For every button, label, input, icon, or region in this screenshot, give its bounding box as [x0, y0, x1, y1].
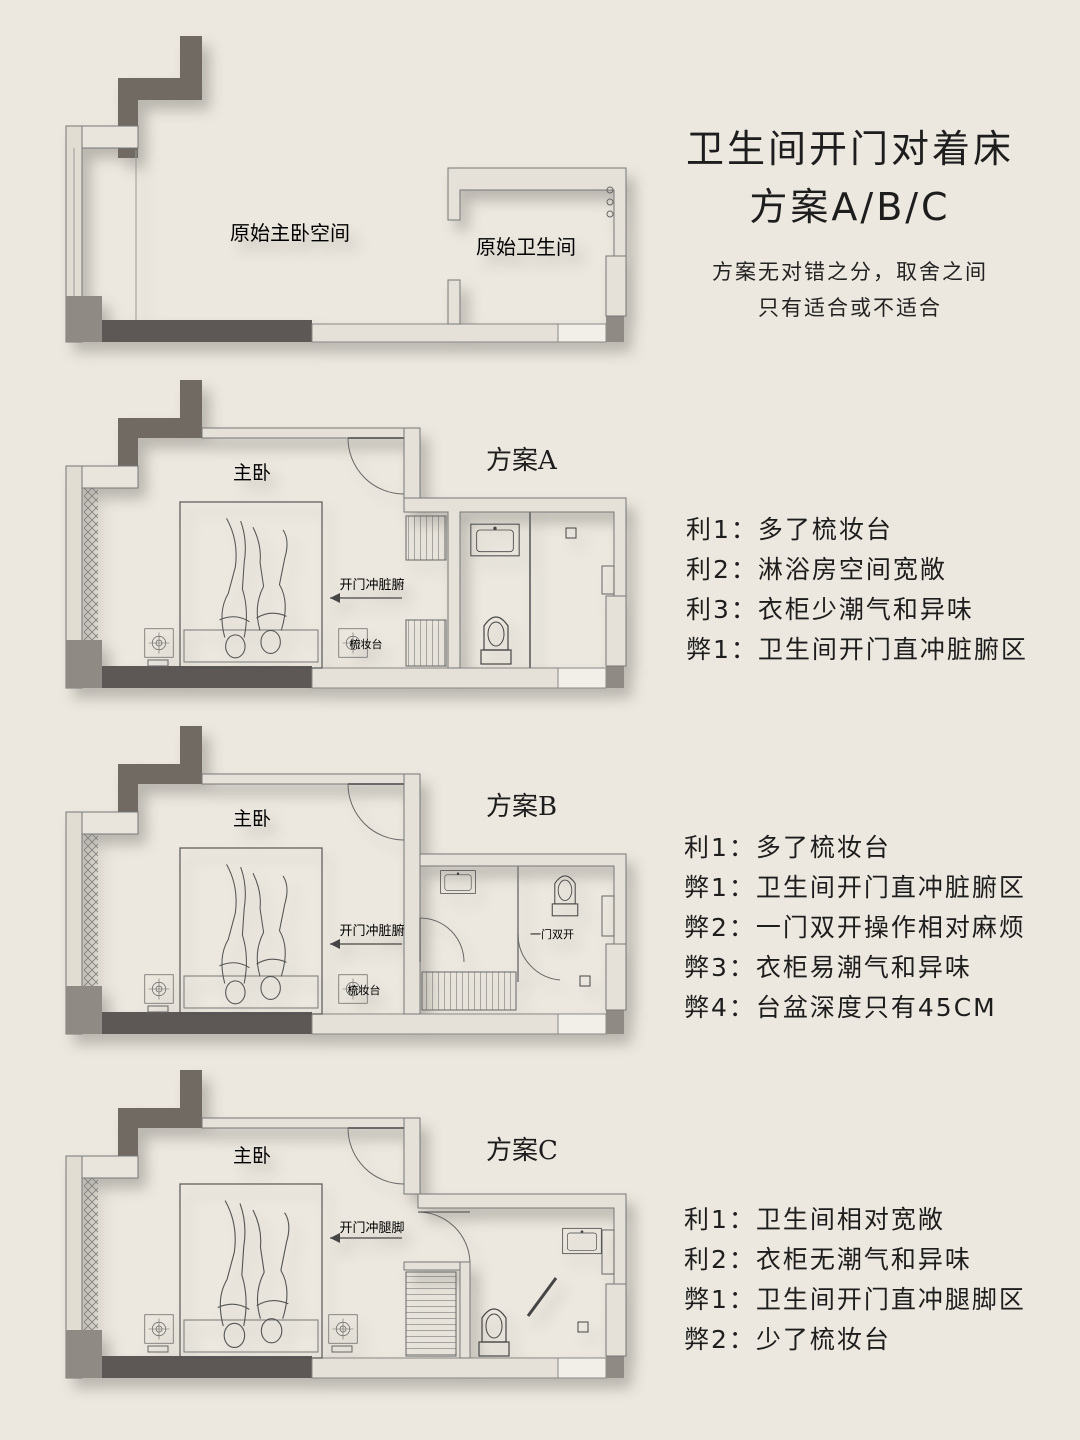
- scheme-a-point: 利3：衣柜少潮气和异味: [686, 595, 974, 624]
- scheme-a-floorplan: 开门冲脏腑 梳妆台 主卧: [0, 376, 660, 706]
- scheme-b-arrow-label: 开门冲脏腑: [339, 923, 404, 939]
- scheme-b-point: 弊4：台盆深度只有45CM: [684, 993, 997, 1022]
- scheme-b-point: 弊3：衣柜易潮气和异味: [684, 953, 972, 982]
- original-bedroom-label: 原始主卧空间: [230, 221, 350, 245]
- scheme-a-point: 弊1：卫生间开门直冲脏腑区: [686, 635, 1028, 664]
- scheme-b-title: 方案B: [486, 792, 558, 822]
- original-bathroom-label: 原始卫生间: [476, 235, 576, 259]
- scheme-a-arrow-label: 开门冲脏腑: [339, 577, 404, 593]
- scheme-b-point: 利1：多了梳妆台: [684, 833, 891, 862]
- scheme-c-title: 方案C: [486, 1136, 558, 1166]
- stair-wall: [118, 36, 202, 158]
- scheme-b-vanity-label: 梳妆台: [348, 983, 381, 997]
- scheme-a-point: 利2：淋浴房空间宽敞: [686, 555, 947, 584]
- title-block: 卫生间开门对着床 方案A/B/C 方案无对错之分，取舍之间 只有适合或不适合: [650, 120, 1050, 326]
- scheme-c-arrow-label: 开门冲腿脚: [339, 1220, 404, 1236]
- scheme-c-points: 利1：卫生间相对宽敞 利2：衣柜无潮气和异味 弊1：卫生间开门直冲腿脚区 弊2：…: [684, 1200, 1026, 1360]
- scheme-b-point: 弊1：卫生间开门直冲脏腑区: [684, 873, 1026, 902]
- scheme-a-title: 方案A: [486, 446, 557, 476]
- original-floorplan: 原始主卧空间 原始卫生间: [0, 30, 660, 360]
- scheme-b-room-label: 主卧: [233, 808, 271, 830]
- scheme-c-point: 弊1：卫生间开门直冲腿脚区: [684, 1285, 1026, 1314]
- subtitle-1: 方案无对错之分，取舍之间: [712, 260, 988, 284]
- scheme-a-room-label: 主卧: [233, 462, 271, 484]
- scheme-c-point: 利1：卫生间相对宽敞: [684, 1205, 945, 1234]
- scheme-c-floorplan: 开门冲腿脚 主卧: [0, 1066, 660, 1396]
- scheme-a-vanity-label: 梳妆台: [350, 637, 383, 651]
- main-title-schemes: 方案A/B/C: [749, 185, 951, 229]
- main-title: 卫生间开门对着床: [685, 127, 1014, 171]
- scheme-b-point: 弊2：一门双开操作相对麻烦: [684, 913, 1026, 942]
- scheme-c-point: 弊2：少了梳妆台: [684, 1325, 891, 1354]
- scheme-c-room-label: 主卧: [233, 1145, 271, 1167]
- subtitle-2: 只有适合或不适合: [758, 296, 942, 320]
- scheme-b-points: 利1：多了梳妆台 弊1：卫生间开门直冲脏腑区 弊2：一门双开操作相对麻烦 弊3：…: [684, 828, 1026, 1028]
- scheme-a-point: 利1：多了梳妆台: [686, 515, 893, 544]
- scheme-b-floorplan: 开门冲脏腑 梳妆台 一门双开 主卧: [0, 722, 660, 1052]
- scheme-c-point: 利2：衣柜无潮气和异味: [684, 1245, 972, 1274]
- scheme-b-door-label: 一门双开: [530, 927, 574, 941]
- scheme-a-points: 利1：多了梳妆台 利2：淋浴房空间宽敞 利3：衣柜少潮气和异味 弊1：卫生间开门…: [686, 510, 1028, 670]
